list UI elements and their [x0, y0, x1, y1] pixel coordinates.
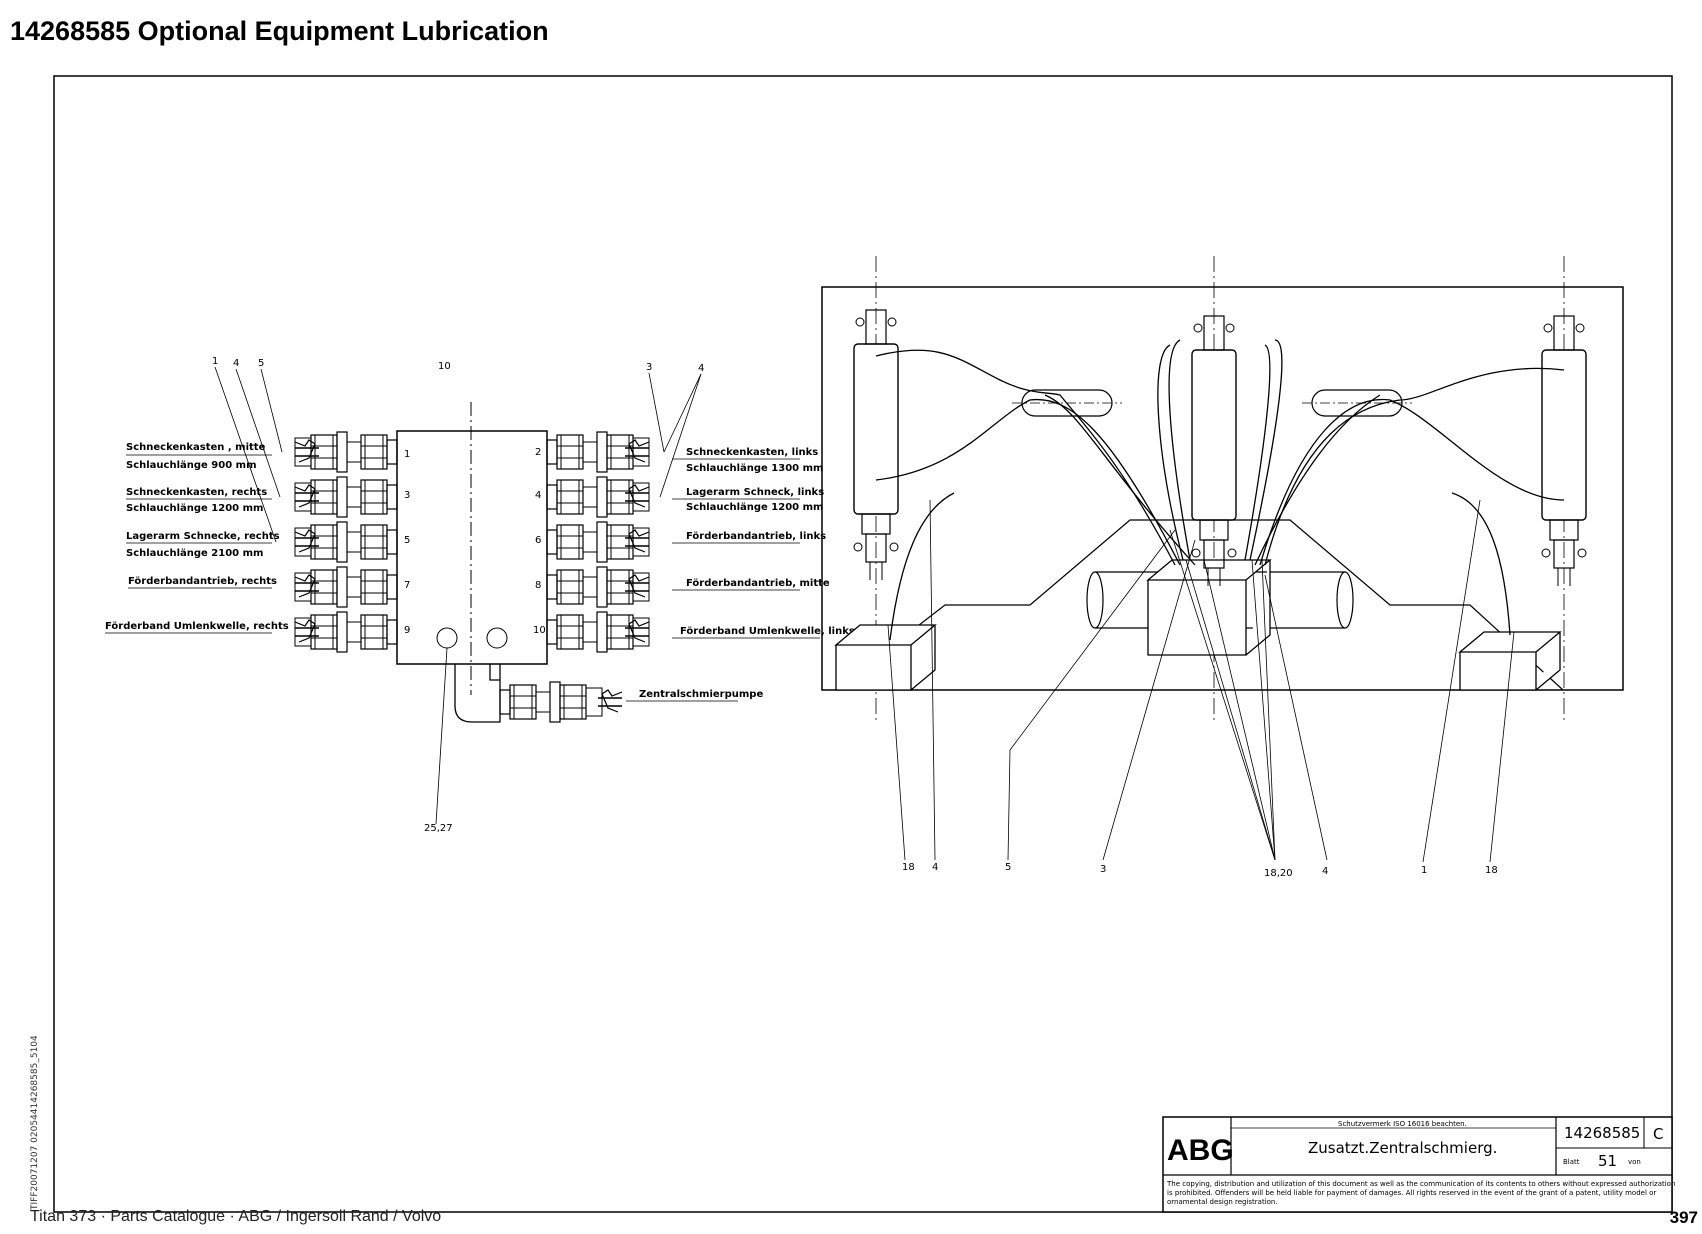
svg-text:Lagerarm Schneck, links: Lagerarm Schneck, links [686, 487, 824, 498]
svg-text:4: 4 [233, 358, 239, 369]
port-number: 7 [404, 580, 410, 591]
sheet-label: Blatt [1563, 1158, 1580, 1166]
svg-text:Schlauchlänge 900 mm: Schlauchlänge 900 mm [126, 460, 257, 471]
title-block: ABG Schutzvermerk ISO 16016 beachten. Zu… [1162, 1116, 1675, 1213]
callout: 18 [902, 862, 915, 873]
port-number: 2 [535, 447, 541, 458]
fitting-left [294, 521, 398, 563]
outlet-port-1 [436, 627, 458, 649]
drawing-frame [53, 75, 1673, 1213]
svg-text:Lagerarm Schnecke, rechts: Lagerarm Schnecke, rechts [126, 531, 280, 542]
fitting-left [294, 431, 398, 473]
callout: 4 [1322, 866, 1328, 877]
right-label-3: Förderbandantrieb, mitte [672, 578, 830, 591]
fitting-left [294, 476, 398, 518]
svg-text:Schneckenkasten , mitte: Schneckenkasten , mitte [126, 442, 266, 453]
svg-text:Förderbandantrieb, mitte: Förderbandantrieb, mitte [686, 578, 830, 589]
fitting-right [546, 476, 650, 518]
callout: 18,20 [1264, 868, 1293, 879]
svg-text:10: 10 [438, 361, 451, 372]
svg-text:Schlauchlänge 2100 mm: Schlauchlänge 2100 mm [126, 548, 263, 559]
copyright-line-3: ornamental design registration. [1167, 1198, 1278, 1206]
callout: 3 [1100, 864, 1106, 875]
svg-text:Förderband Umlenkwelle, rechts: Förderband Umlenkwelle, rechts [105, 621, 289, 632]
right-label-4: Förderband Umlenkwelle, links [672, 626, 855, 639]
left-label-4: Förderband Umlenkwelle, rechts [105, 621, 289, 634]
fitting-right [546, 611, 650, 653]
port-number: 5 [404, 535, 410, 546]
svg-text:25,27: 25,27 [424, 823, 453, 834]
right-label-0: Schneckenkasten, links Schlauchlänge 130… [672, 447, 823, 474]
hoses [875, 339, 1565, 641]
svg-text:Schlauchlänge 1300 mm: Schlauchlänge 1300 mm [686, 463, 823, 474]
fitting-right [546, 521, 650, 563]
assembly-view: 18 4 5 3 18,20 4 1 18 [821, 256, 1624, 879]
callout: 18 [1485, 865, 1498, 876]
port-number: 9 [404, 625, 410, 636]
side-code: TIFF20071207 02054414268585_5104 [30, 1035, 40, 1210]
port-number: 3 [404, 490, 410, 501]
fitting-left [294, 566, 398, 608]
right-label-2: Förderbandantrieb, links [672, 531, 826, 544]
sheet-of: von [1628, 1158, 1641, 1166]
svg-text:3: 3 [646, 362, 652, 373]
fitting-right [546, 431, 650, 473]
left-label-3: Förderbandantrieb, rechts [128, 576, 277, 589]
assembly-frame [821, 286, 1624, 691]
footer-text: Titan 373 · Parts Catalogue · ABG / Inge… [30, 1208, 442, 1225]
distributor-block [396, 430, 548, 665]
callout: 1 [1421, 865, 1427, 876]
fitting-right [546, 566, 650, 608]
distributor-callouts: 1 4 5 10 3 4 25,27 [212, 356, 704, 834]
svg-text:Förderbandantrieb, links: Förderbandantrieb, links [686, 531, 826, 542]
port-number: 4 [535, 490, 541, 501]
outlet-port-2 [486, 627, 508, 649]
left-label-1: Schneckenkasten, rechts Schlauchlänge 12… [126, 487, 272, 514]
callout: 5 [1005, 862, 1011, 873]
right-label-1: Lagerarm Schneck, links Schlauchlänge 12… [672, 487, 824, 513]
pump-label: Zentralschmierpumpe [626, 689, 763, 702]
svg-text:1: 1 [212, 356, 218, 367]
svg-text:Schneckenkasten, links: Schneckenkasten, links [686, 447, 818, 458]
revision: C [1653, 1125, 1663, 1143]
copyright-line-1: The copying, distribution and utilizatio… [1166, 1180, 1675, 1188]
svg-text:Schlauchlänge 1200 mm: Schlauchlänge 1200 mm [686, 502, 823, 513]
pump-fitting [499, 681, 603, 723]
right-block [1458, 631, 1562, 691]
center-block [1146, 559, 1272, 656]
port-number: 8 [535, 580, 541, 591]
svg-text:Zentralschmierpumpe: Zentralschmierpumpe [639, 689, 763, 700]
assembly-leaders [887, 499, 1515, 863]
fitting-left [294, 611, 398, 653]
svg-text:Förderbandantrieb, rechts: Förderbandantrieb, rechts [128, 576, 277, 587]
pump-elbow [454, 664, 501, 723]
svg-text:Schneckenkasten, rechts: Schneckenkasten, rechts [126, 487, 267, 498]
svg-text:5: 5 [258, 358, 264, 369]
port-number: 6 [535, 535, 541, 546]
protection-note: Schutzvermerk ISO 16016 beachten. [1338, 1120, 1467, 1128]
sheet-number: 51 [1598, 1152, 1617, 1170]
drawing-name: Zusatzt.Zentralschmierg. [1308, 1139, 1497, 1157]
left-label-0: Schneckenkasten , mitte Schlauchlänge 90… [126, 442, 272, 471]
page-number: 397 [1669, 1208, 1698, 1227]
abg-logo: ABG [1167, 1134, 1234, 1167]
page-title: 14268585 Optional Equipment Lubrication [10, 16, 549, 46]
svg-text:Schlauchlänge 1200 mm: Schlauchlänge 1200 mm [126, 503, 263, 514]
left-label-2: Lagerarm Schnecke, rechts Schlauchlänge … [126, 531, 280, 559]
drawing-number: 14268585 [1564, 1124, 1640, 1142]
svg-text:4: 4 [698, 363, 704, 374]
cylinder-left [853, 309, 899, 581]
port-number: 10 [533, 625, 546, 636]
port-number: 1 [404, 449, 410, 460]
distributor-schematic: 1 3 5 7 9 2 4 6 8 10 [105, 356, 855, 834]
copyright-line-2: is prohibited. Offenders will be held li… [1167, 1189, 1656, 1197]
svg-text:Förderband Umlenkwelle, links: Förderband Umlenkwelle, links [680, 626, 855, 637]
callout: 4 [932, 862, 938, 873]
left-block [834, 624, 937, 691]
